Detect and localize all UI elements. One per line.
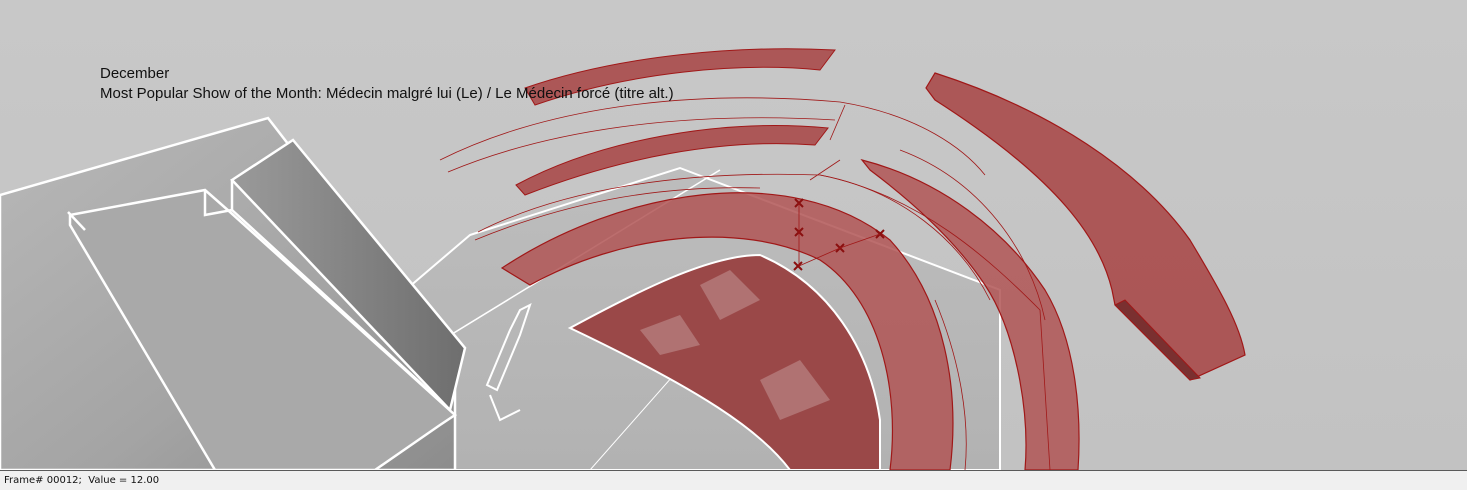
snap-guides	[798, 203, 881, 267]
3d-scene	[0, 48, 1246, 470]
pit-reflection	[640, 270, 830, 420]
seating-tier-outer-face	[1114, 299, 1201, 381]
caption-month: December	[100, 65, 170, 82]
balcony-tier-1	[524, 48, 836, 106]
rail-frame	[485, 303, 532, 392]
seating-tier-side	[860, 158, 1080, 470]
caption-show-title: Most Popular Show of the Month: Médecin …	[100, 85, 674, 102]
wireframe-outlines	[439, 97, 1051, 470]
seating-tier-outer	[925, 72, 1246, 381]
render-viewport[interactable]: December Most Popular Show of the Month:…	[0, 0, 1467, 470]
status-bar: Frame# 00012; Value = 12.00	[0, 470, 1467, 490]
seating-tier-main	[500, 192, 954, 470]
gray-ledge	[203, 190, 233, 217]
balcony-tier-2	[515, 125, 829, 196]
gray-wall-tall	[230, 138, 467, 413]
gray-wall-front	[68, 188, 458, 470]
value-label: Value =	[88, 475, 128, 486]
frame-label: Frame#	[4, 475, 44, 486]
orchestra-pit-surface	[567, 253, 881, 470]
gray-ledge	[67, 211, 86, 231]
frame-number: 00012;	[46, 475, 82, 486]
value-readout: 12.00	[130, 475, 160, 486]
rail-frame	[489, 394, 521, 422]
snap-markers	[793, 198, 885, 271]
